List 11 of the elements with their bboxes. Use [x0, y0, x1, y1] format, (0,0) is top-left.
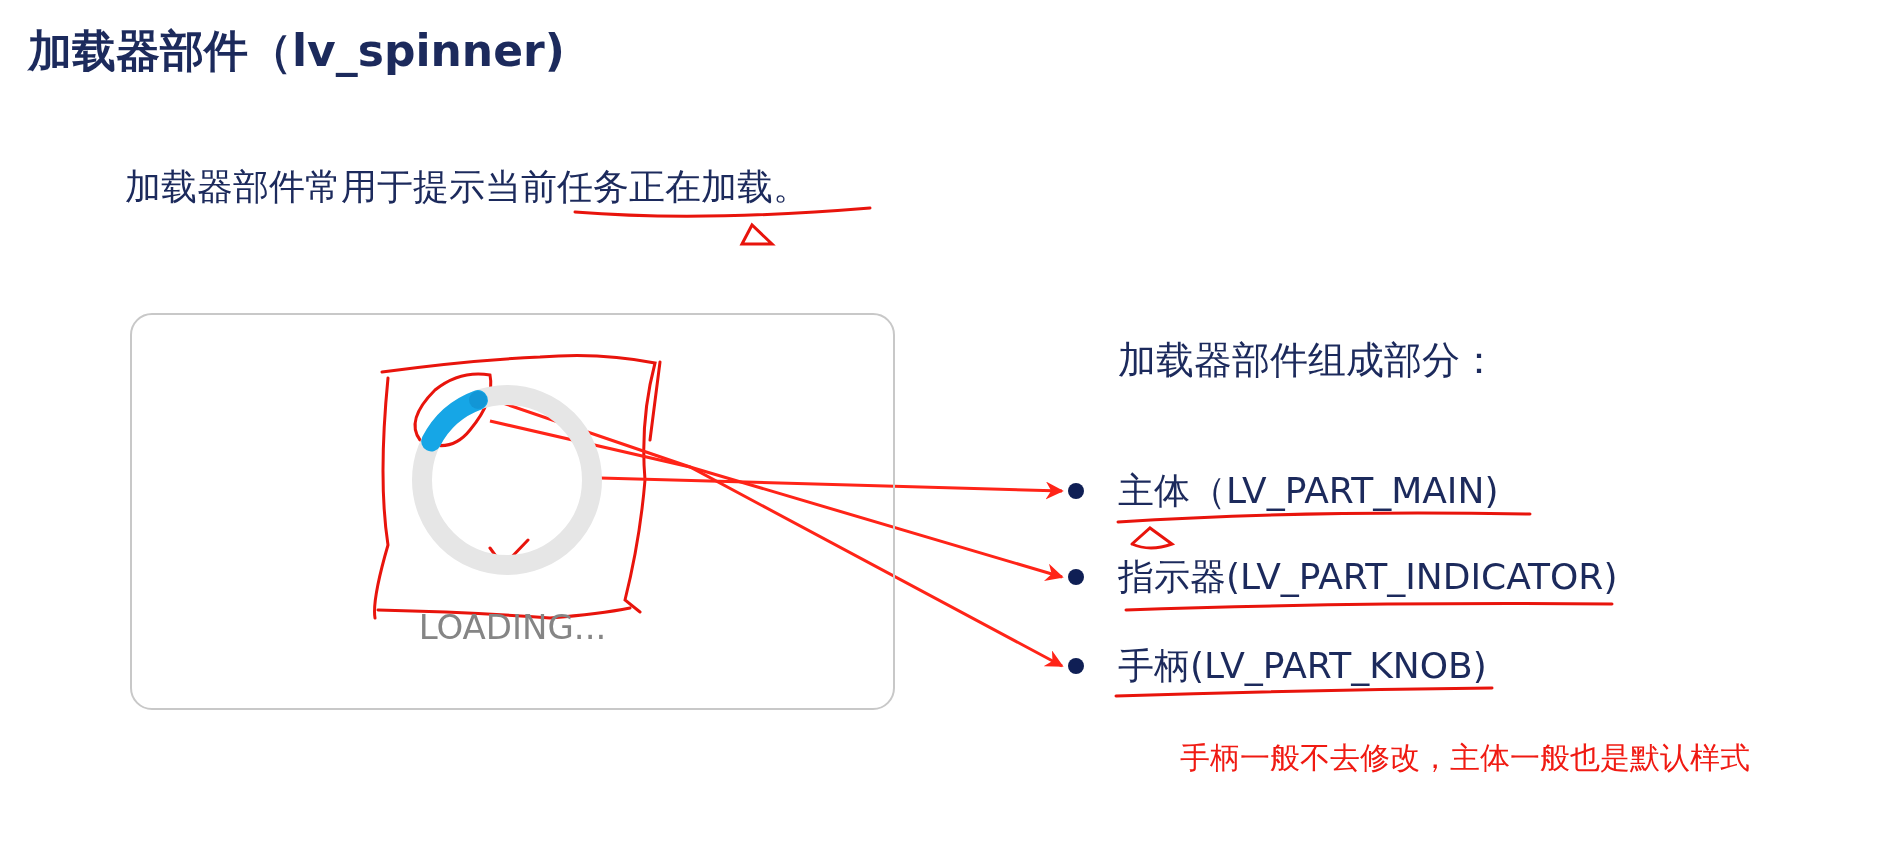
list-item: 主体（LV_PART_MAIN) — [1062, 465, 1622, 517]
description-text: 加载器部件常用于提示当前任务正在加载。 — [125, 165, 809, 209]
list-item: 指示器(LV_PART_INDICATOR) — [1062, 551, 1682, 603]
section-heading: 加载器部件组成部分： — [1118, 337, 1498, 384]
arrow — [599, 476, 1064, 500]
arrow — [489, 419, 1064, 582]
loading-text: LOADING... — [417, 607, 608, 647]
note-text: 手柄一般不去修改，主体一般也是默认样式 — [1180, 739, 1750, 777]
spinner-card — [130, 313, 895, 710]
title: 加载器部件（lv_spinner) — [28, 24, 565, 79]
list-item: 手柄(LV_PART_KNOB) — [1062, 640, 1542, 692]
